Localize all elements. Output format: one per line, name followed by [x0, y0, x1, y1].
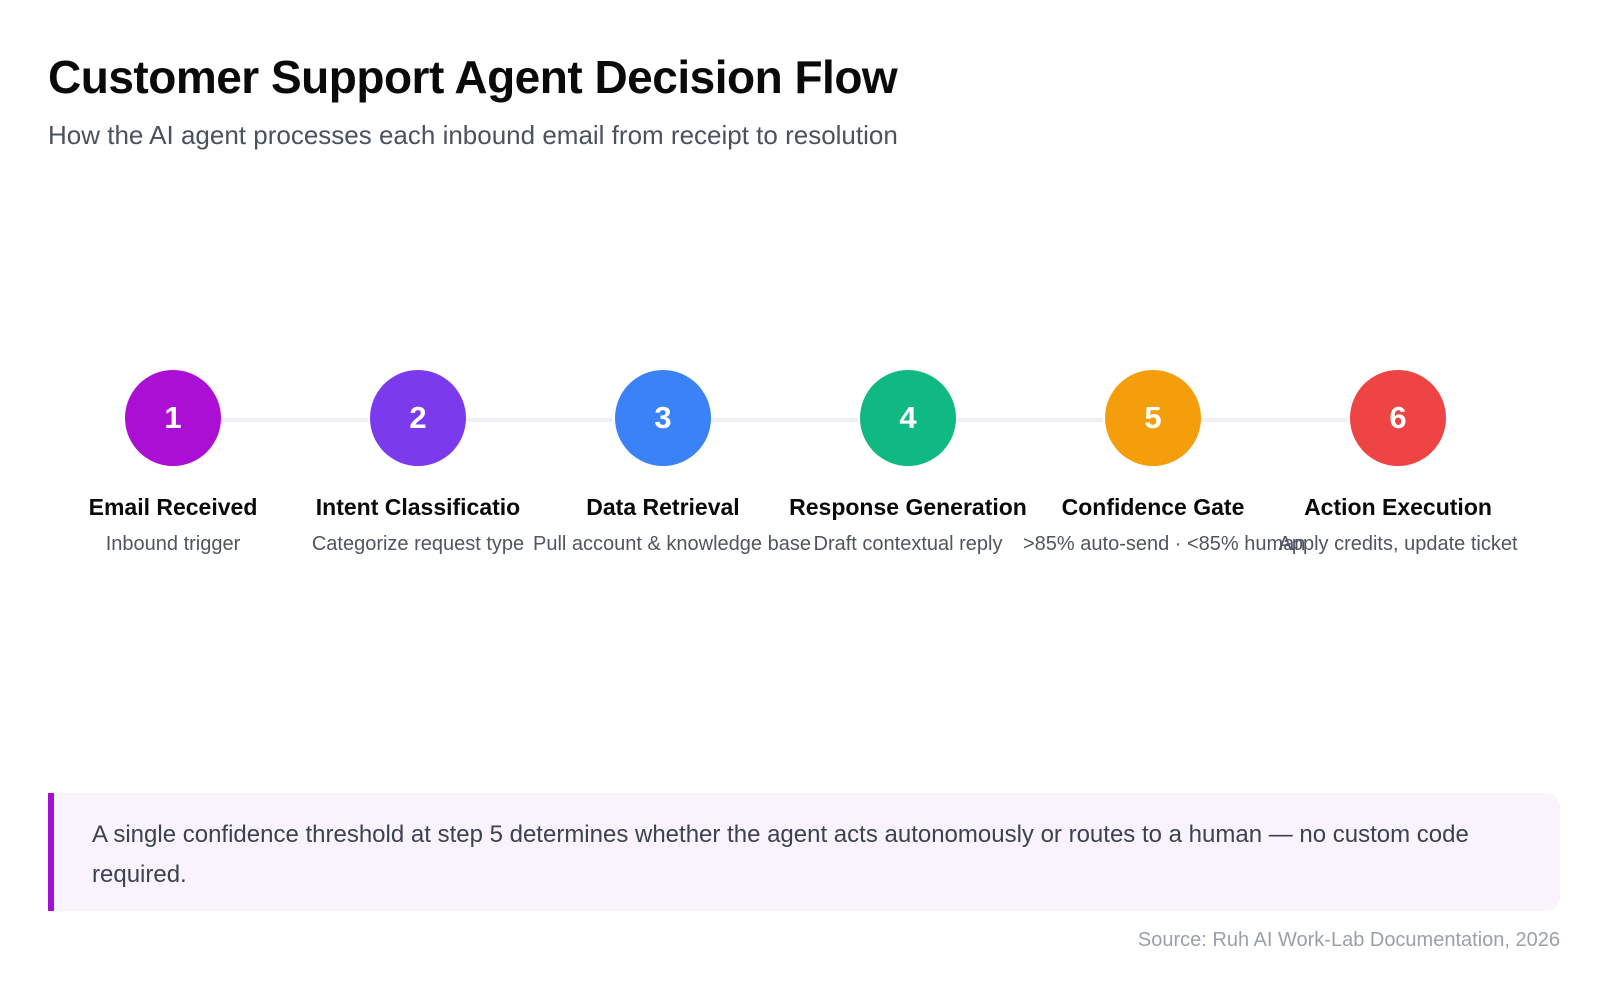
step-description: Apply credits, update ticket: [1278, 533, 1518, 555]
step-description: Draft contextual reply: [813, 533, 1003, 555]
connector-line: [1201, 418, 1348, 422]
step-title: Response Generation: [789, 494, 1027, 520]
connector-line: [956, 418, 1103, 422]
step-number-badge: 2: [370, 370, 466, 466]
step-title: Data Retrieval: [586, 494, 740, 520]
connector-line: [466, 418, 613, 422]
step-number-badge: 4: [860, 370, 956, 466]
step-number-badge: 5: [1105, 370, 1201, 466]
flow-step-confidence-gate: 5 Confidence Gate >85% auto-send · <85% …: [1023, 370, 1306, 556]
flow-step-action-execution: 6 Action Execution Apply credits, update…: [1268, 370, 1528, 556]
step-description: Inbound trigger: [105, 533, 241, 555]
callout-box: A single confidence threshold at step 5 …: [48, 793, 1560, 911]
step-description: >85% auto-send · <85% human: [1023, 533, 1306, 555]
connector-line: [711, 418, 858, 422]
connector-line: [221, 418, 368, 422]
step-number-badge: 3: [615, 370, 711, 466]
flow-step-intent-classification: 2 Intent Classificatio Categorize reques…: [288, 370, 548, 556]
step-description: Categorize request type: [311, 533, 525, 555]
step-description: Pull account & knowledge base: [533, 533, 811, 555]
page-title: Customer Support Agent Decision Flow: [48, 51, 898, 103]
step-title: Email Received: [88, 494, 258, 520]
step-number-badge: 6: [1350, 370, 1446, 466]
decision-flow: 1 Email Received Inbound trigger 2 Inten…: [0, 370, 1600, 570]
source-note: Source: Ruh AI Work-Lab Documentation, 2…: [1137, 929, 1560, 951]
step-title: Intent Classificatio: [315, 494, 521, 520]
step-title: Action Execution: [1304, 494, 1492, 520]
flow-step-data-retrieval: 3 Data Retrieval Pull account & knowledg…: [533, 370, 811, 556]
page-subtitle: How the AI agent processes each inbound …: [48, 120, 898, 150]
step-title: Confidence Gate: [1061, 494, 1245, 520]
flow-step-email-received: 1 Email Received Inbound trigger: [43, 370, 303, 556]
step-number-badge: 1: [125, 370, 221, 466]
flow-step-response-generation: 4 Response Generation Draft contextual r…: [778, 370, 1038, 556]
callout-text: A single confidence threshold at step 5 …: [92, 821, 1469, 888]
